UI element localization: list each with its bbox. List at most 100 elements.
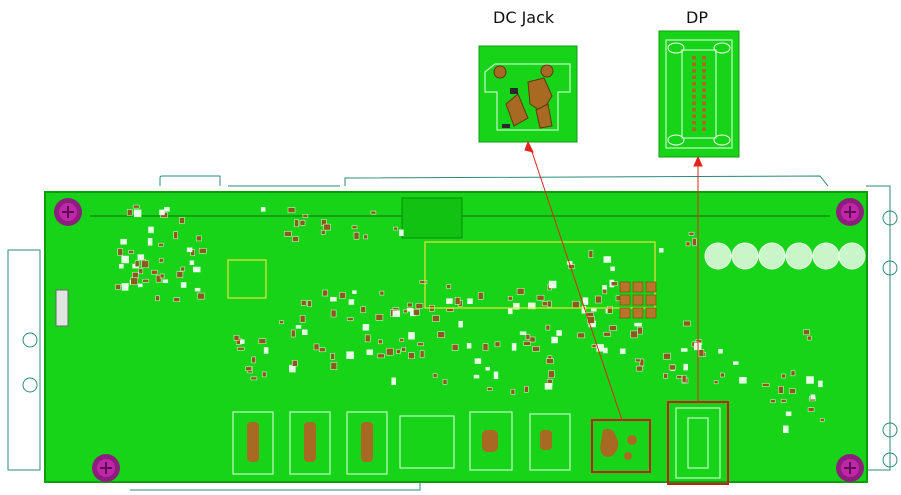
arrow-icon (524, 140, 703, 421)
component-pad (586, 312, 594, 317)
component-pad (330, 309, 337, 318)
component-pad (391, 377, 396, 386)
screw-hole-icon (54, 198, 864, 482)
component-pad (284, 231, 292, 237)
dp-pin (702, 108, 706, 112)
component-pad (780, 399, 787, 403)
component-pad (511, 343, 517, 351)
component-pad (295, 325, 302, 329)
component-pad (432, 373, 438, 378)
component-pad (790, 370, 796, 377)
component-pad (419, 350, 425, 358)
dp-pin (692, 56, 696, 60)
component-pad (473, 374, 480, 379)
dp-pin (692, 114, 696, 118)
dp-pin (702, 82, 706, 86)
component-pad (155, 274, 162, 283)
component-pad (386, 347, 394, 356)
component-pad (611, 281, 618, 286)
component-pad (610, 266, 615, 272)
component-pad (637, 326, 643, 335)
component-pad (132, 204, 140, 209)
component-pad (595, 295, 602, 304)
capacitor-icon (704, 242, 866, 270)
component-pad (692, 238, 697, 246)
component-pad (603, 331, 611, 337)
component-pad (121, 255, 129, 264)
component-pad (778, 386, 784, 394)
component-pad (180, 282, 187, 288)
component-pad (513, 302, 520, 310)
component-pad (807, 335, 812, 341)
component-pad (360, 306, 367, 313)
component-pad (173, 297, 181, 302)
component-pad (681, 374, 687, 383)
component-pad (137, 254, 145, 260)
component-pad (148, 226, 154, 234)
component-pad (683, 320, 691, 327)
component-pad (446, 284, 451, 289)
component-pad (451, 344, 459, 351)
component-pad (789, 388, 796, 394)
dp-pin (692, 101, 696, 105)
dp-pin (702, 95, 706, 99)
dp-pin (692, 121, 696, 125)
component-pad (299, 220, 306, 226)
component-pad (292, 236, 299, 242)
component-pad (783, 425, 789, 434)
component-pad (392, 310, 401, 317)
dc-jack-inset (478, 45, 578, 143)
component-pad (572, 300, 580, 309)
component-pad (630, 330, 638, 339)
dp-pin (692, 127, 696, 131)
pcb-board (44, 191, 868, 483)
component-pad (532, 346, 540, 352)
component-pad (236, 346, 245, 351)
component-pad (485, 366, 490, 371)
component-pad (192, 266, 201, 273)
component-pad (330, 362, 338, 370)
component-pad (393, 226, 398, 231)
component-pad (115, 284, 121, 290)
component-pad (669, 364, 676, 371)
component-pad (378, 339, 383, 345)
component-pad (525, 334, 531, 340)
component-pad (173, 231, 178, 239)
component-pad (494, 341, 501, 348)
component-pad (507, 296, 513, 301)
dp-pin (692, 88, 696, 92)
dp-pin (692, 69, 696, 73)
component-pad (591, 344, 597, 348)
component-pad (466, 343, 472, 349)
component-pad (138, 283, 143, 288)
component-pad (158, 242, 164, 247)
component-pad (179, 217, 185, 224)
component-pad (733, 361, 739, 365)
dc-jack-board-highlight (591, 419, 651, 473)
component-pad (364, 334, 371, 343)
component-pad (806, 376, 814, 384)
component-pad (138, 268, 144, 275)
component-pad (245, 366, 252, 372)
component-pad (251, 356, 256, 364)
component-pad (186, 247, 193, 253)
component-pad (121, 283, 129, 291)
component-pad (250, 376, 258, 381)
component-pad (807, 407, 815, 412)
component-pad (176, 271, 184, 278)
component-pad (609, 325, 617, 331)
component-pad (519, 331, 527, 335)
component-pad (634, 358, 641, 363)
component-pad (739, 377, 747, 384)
component-pad (619, 348, 626, 355)
component-pad (313, 343, 320, 351)
component-pad (155, 295, 160, 302)
component-pad (180, 266, 185, 272)
component-pad (128, 250, 134, 254)
component-pad (720, 372, 725, 378)
component-pad (528, 302, 536, 310)
component-pad (683, 363, 688, 371)
component-pad (446, 308, 454, 312)
